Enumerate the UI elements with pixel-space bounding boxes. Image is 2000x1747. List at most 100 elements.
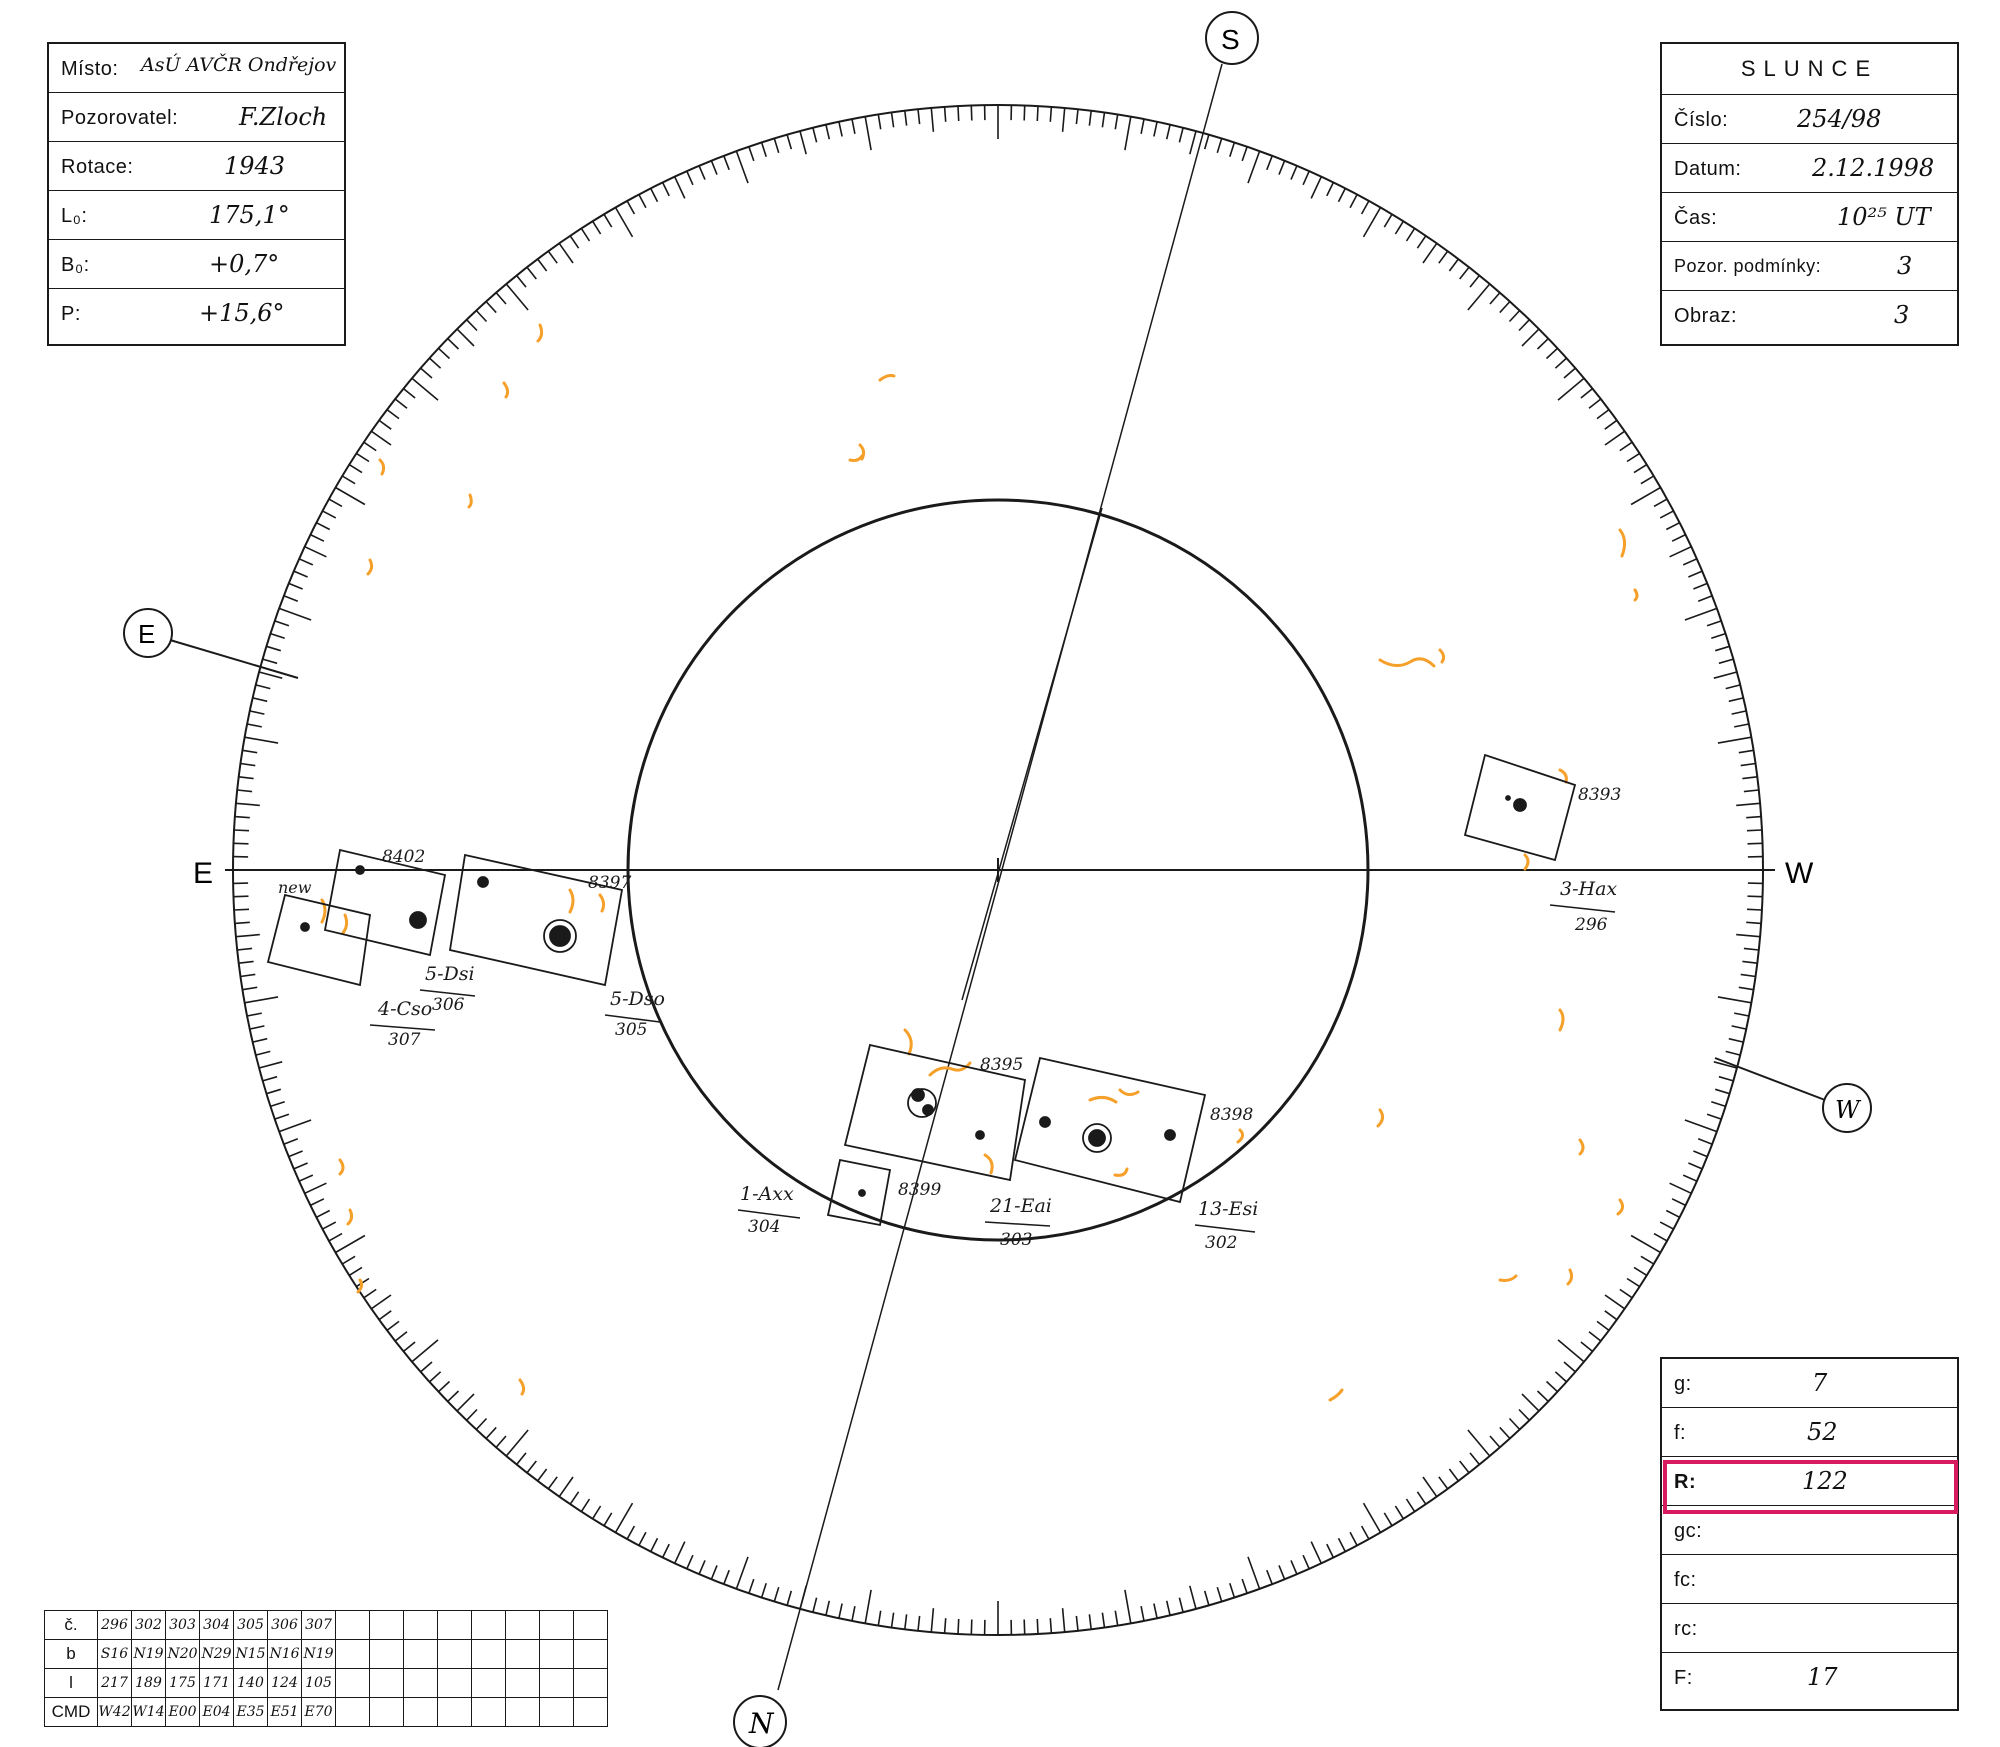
info-row-place: Místo: AsÚ AVČR Ondřejov [49, 44, 344, 93]
west-marker [1822, 1083, 1872, 1133]
observation-info-box: Místo: AsÚ AVČR Ondřejov Pozorovatel: F.… [47, 42, 346, 346]
scale-tick [890, 112, 895, 128]
number-label: 303 [1000, 1230, 1032, 1250]
scale-tick [1302, 1554, 1310, 1570]
number-label: 302 [1205, 1233, 1237, 1253]
scale-tick [249, 1025, 265, 1030]
scale-tick [1588, 1331, 1602, 1342]
scale-tick [335, 1234, 366, 1254]
table-cell: E51 [267, 1697, 302, 1727]
table-cell-empty [573, 1639, 608, 1669]
table-cell: 296 [97, 1610, 132, 1640]
scale-tick [1713, 1061, 1738, 1069]
scale-tick [558, 1476, 574, 1498]
scale-tick [877, 114, 882, 130]
scale-tick [304, 1182, 327, 1195]
table-cell-empty [539, 1668, 574, 1698]
scale-tick [1640, 475, 1655, 485]
scale-tick [1718, 1075, 1734, 1082]
scale-tick [1036, 105, 1039, 122]
scale-tick [723, 155, 730, 171]
scale-tick [1360, 1525, 1370, 1540]
scale-tick [1728, 697, 1744, 703]
scale-tick [288, 1150, 303, 1158]
scale-tick [233, 895, 249, 898]
label-rule [737, 1209, 801, 1219]
scale-tick [1229, 1583, 1236, 1598]
count-row-gc: gc: [1662, 1506, 1957, 1555]
noaa-label: 8395 [980, 1055, 1023, 1075]
scale-tick [1023, 1619, 1026, 1635]
table-cell-empty [437, 1697, 472, 1727]
scale-tick [235, 802, 260, 807]
scale-tick [274, 620, 290, 627]
table-cell: N20 [165, 1639, 200, 1669]
scale-tick [249, 710, 265, 715]
scale-tick [698, 165, 706, 180]
table-cell: 306 [267, 1610, 302, 1640]
group-box-8399 [826, 1158, 892, 1227]
scale-tick [1671, 533, 1686, 542]
scale-tick [943, 106, 947, 122]
table-cell: 302 [131, 1610, 166, 1640]
scale-tick [1671, 1198, 1686, 1207]
scale-tick [1140, 1606, 1145, 1622]
spot [1164, 1129, 1176, 1141]
scale-tick [864, 1589, 872, 1624]
scale-tick [370, 430, 392, 446]
spot-penumbra [543, 919, 577, 953]
scale-tick [437, 347, 451, 360]
count-row-r: R: 122 [1662, 1457, 1957, 1506]
time-value: 10²⁵ UT [1837, 203, 1931, 231]
table-cell-empty [471, 1697, 506, 1727]
conditions-label: Pozor. podmínky: [1674, 256, 1822, 276]
scale-tick [1588, 398, 1602, 409]
scale-tick [328, 498, 343, 508]
b0-label: B₀: [61, 254, 90, 276]
scale-tick [252, 697, 268, 703]
group-box-8397 [448, 853, 624, 987]
scale-tick [1469, 274, 1481, 288]
scale-tick [1545, 347, 1559, 360]
south-label: S [1221, 24, 1240, 55]
scale-tick [402, 1341, 416, 1353]
scale-tick [1326, 1543, 1335, 1558]
sun-title-row: SLUNCE [1662, 44, 1957, 95]
scale-tick [1247, 150, 1261, 184]
scale-tick [735, 1556, 749, 1590]
table-cell: 217 [97, 1668, 132, 1698]
north-marker [733, 1695, 787, 1747]
noaa-label: 8402 [382, 847, 425, 867]
scale-tick [235, 933, 260, 938]
scale-tick [1049, 106, 1053, 122]
table-cell-empty [505, 1639, 540, 1669]
info-row-b0: B₀: +0,7° [49, 240, 344, 289]
number-label: 307 [388, 1030, 421, 1050]
scale-tick [233, 908, 250, 911]
row-header: l [44, 1668, 98, 1698]
table-cell-empty [403, 1610, 438, 1640]
scale-tick [255, 684, 271, 690]
scale-tick [569, 1491, 580, 1505]
scale-tick [258, 671, 283, 679]
scale-tick [917, 1615, 921, 1631]
scale-tick [614, 207, 634, 238]
scale-tick [411, 1339, 439, 1363]
class-label: 4-Cso [377, 998, 432, 1020]
table-cell: N19 [131, 1639, 166, 1669]
scale-tick [1178, 127, 1184, 143]
scale-tick [1422, 1476, 1438, 1498]
scale-tick [1626, 1277, 1641, 1288]
scale-tick [437, 1380, 451, 1393]
scale-tick [1684, 1119, 1718, 1133]
scale-tick [240, 973, 256, 978]
scale-tick [262, 658, 278, 665]
table-cell-empty [471, 1610, 506, 1640]
scale-tick [278, 607, 312, 621]
scale-tick [1604, 419, 1618, 430]
scale-tick [238, 776, 254, 780]
table-cell-empty [505, 1668, 540, 1698]
scale-tick [1302, 170, 1310, 186]
scale-tick [278, 1119, 312, 1133]
count-row-rc: rc: [1662, 1604, 1957, 1653]
